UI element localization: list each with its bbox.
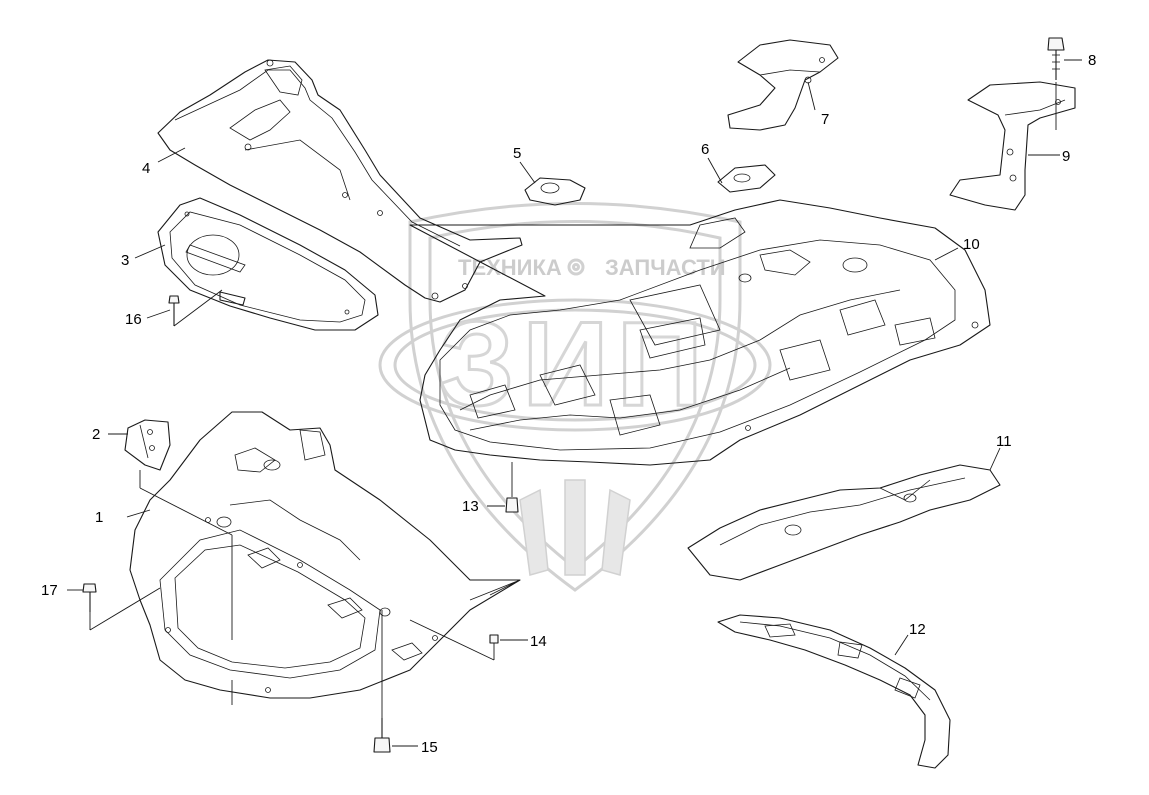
part-15-bolt bbox=[373, 610, 391, 753]
watermark: ТЕХНИКА ЗАПЧАСТИ ЗИП bbox=[378, 202, 772, 592]
part-17-bolt bbox=[82, 583, 161, 631]
part-14-nut bbox=[409, 619, 499, 661]
callout-5: 5 bbox=[513, 145, 521, 162]
callout-8: 8 bbox=[1088, 52, 1096, 69]
watermark-text-right: ЗАПЧАСТИ bbox=[605, 255, 726, 280]
part-5-clip bbox=[524, 177, 586, 206]
callout-16: 16 bbox=[125, 311, 142, 328]
part-13-fastener bbox=[505, 462, 519, 513]
part-1-lower-floor bbox=[129, 411, 521, 705]
callout-6: 6 bbox=[701, 141, 709, 158]
part-8-bolt bbox=[1047, 37, 1065, 130]
callout-13: 13 bbox=[462, 498, 479, 515]
callout-14: 14 bbox=[530, 633, 547, 650]
callout-2: 2 bbox=[92, 426, 100, 443]
callout-12: 12 bbox=[909, 621, 926, 638]
callout-4: 4 bbox=[142, 160, 150, 177]
callout-10: 10 bbox=[963, 236, 980, 253]
part-6-clip bbox=[717, 164, 776, 193]
callout-1: 1 bbox=[95, 509, 103, 526]
part-11-cross-member bbox=[687, 464, 1001, 581]
callout-7: 7 bbox=[821, 111, 829, 128]
callout-17: 17 bbox=[41, 582, 58, 599]
part-2-bracket bbox=[124, 419, 233, 640]
callout-3: 3 bbox=[121, 252, 129, 269]
part-16-bolt bbox=[168, 289, 246, 327]
part-3-shield-plate bbox=[157, 197, 379, 331]
watermark-logo-letters: ЗИП bbox=[439, 297, 711, 431]
leader-lines bbox=[67, 59, 1082, 747]
callout-9: 9 bbox=[1062, 148, 1070, 165]
callout-11: 11 bbox=[996, 433, 1012, 450]
callout-labels: 1 2 3 4 5 6 7 8 9 10 11 12 13 14 15 16 1… bbox=[41, 52, 1096, 756]
part-9-bracket bbox=[949, 81, 1076, 211]
part-12-rail bbox=[717, 614, 951, 769]
gear-icon bbox=[567, 258, 585, 276]
watermark-wheat bbox=[519, 479, 631, 576]
part-4-tunnel-panel bbox=[157, 59, 523, 303]
callout-15: 15 bbox=[421, 739, 438, 756]
part-10-floor-pan bbox=[409, 199, 991, 466]
part-7-bracket bbox=[727, 39, 839, 131]
